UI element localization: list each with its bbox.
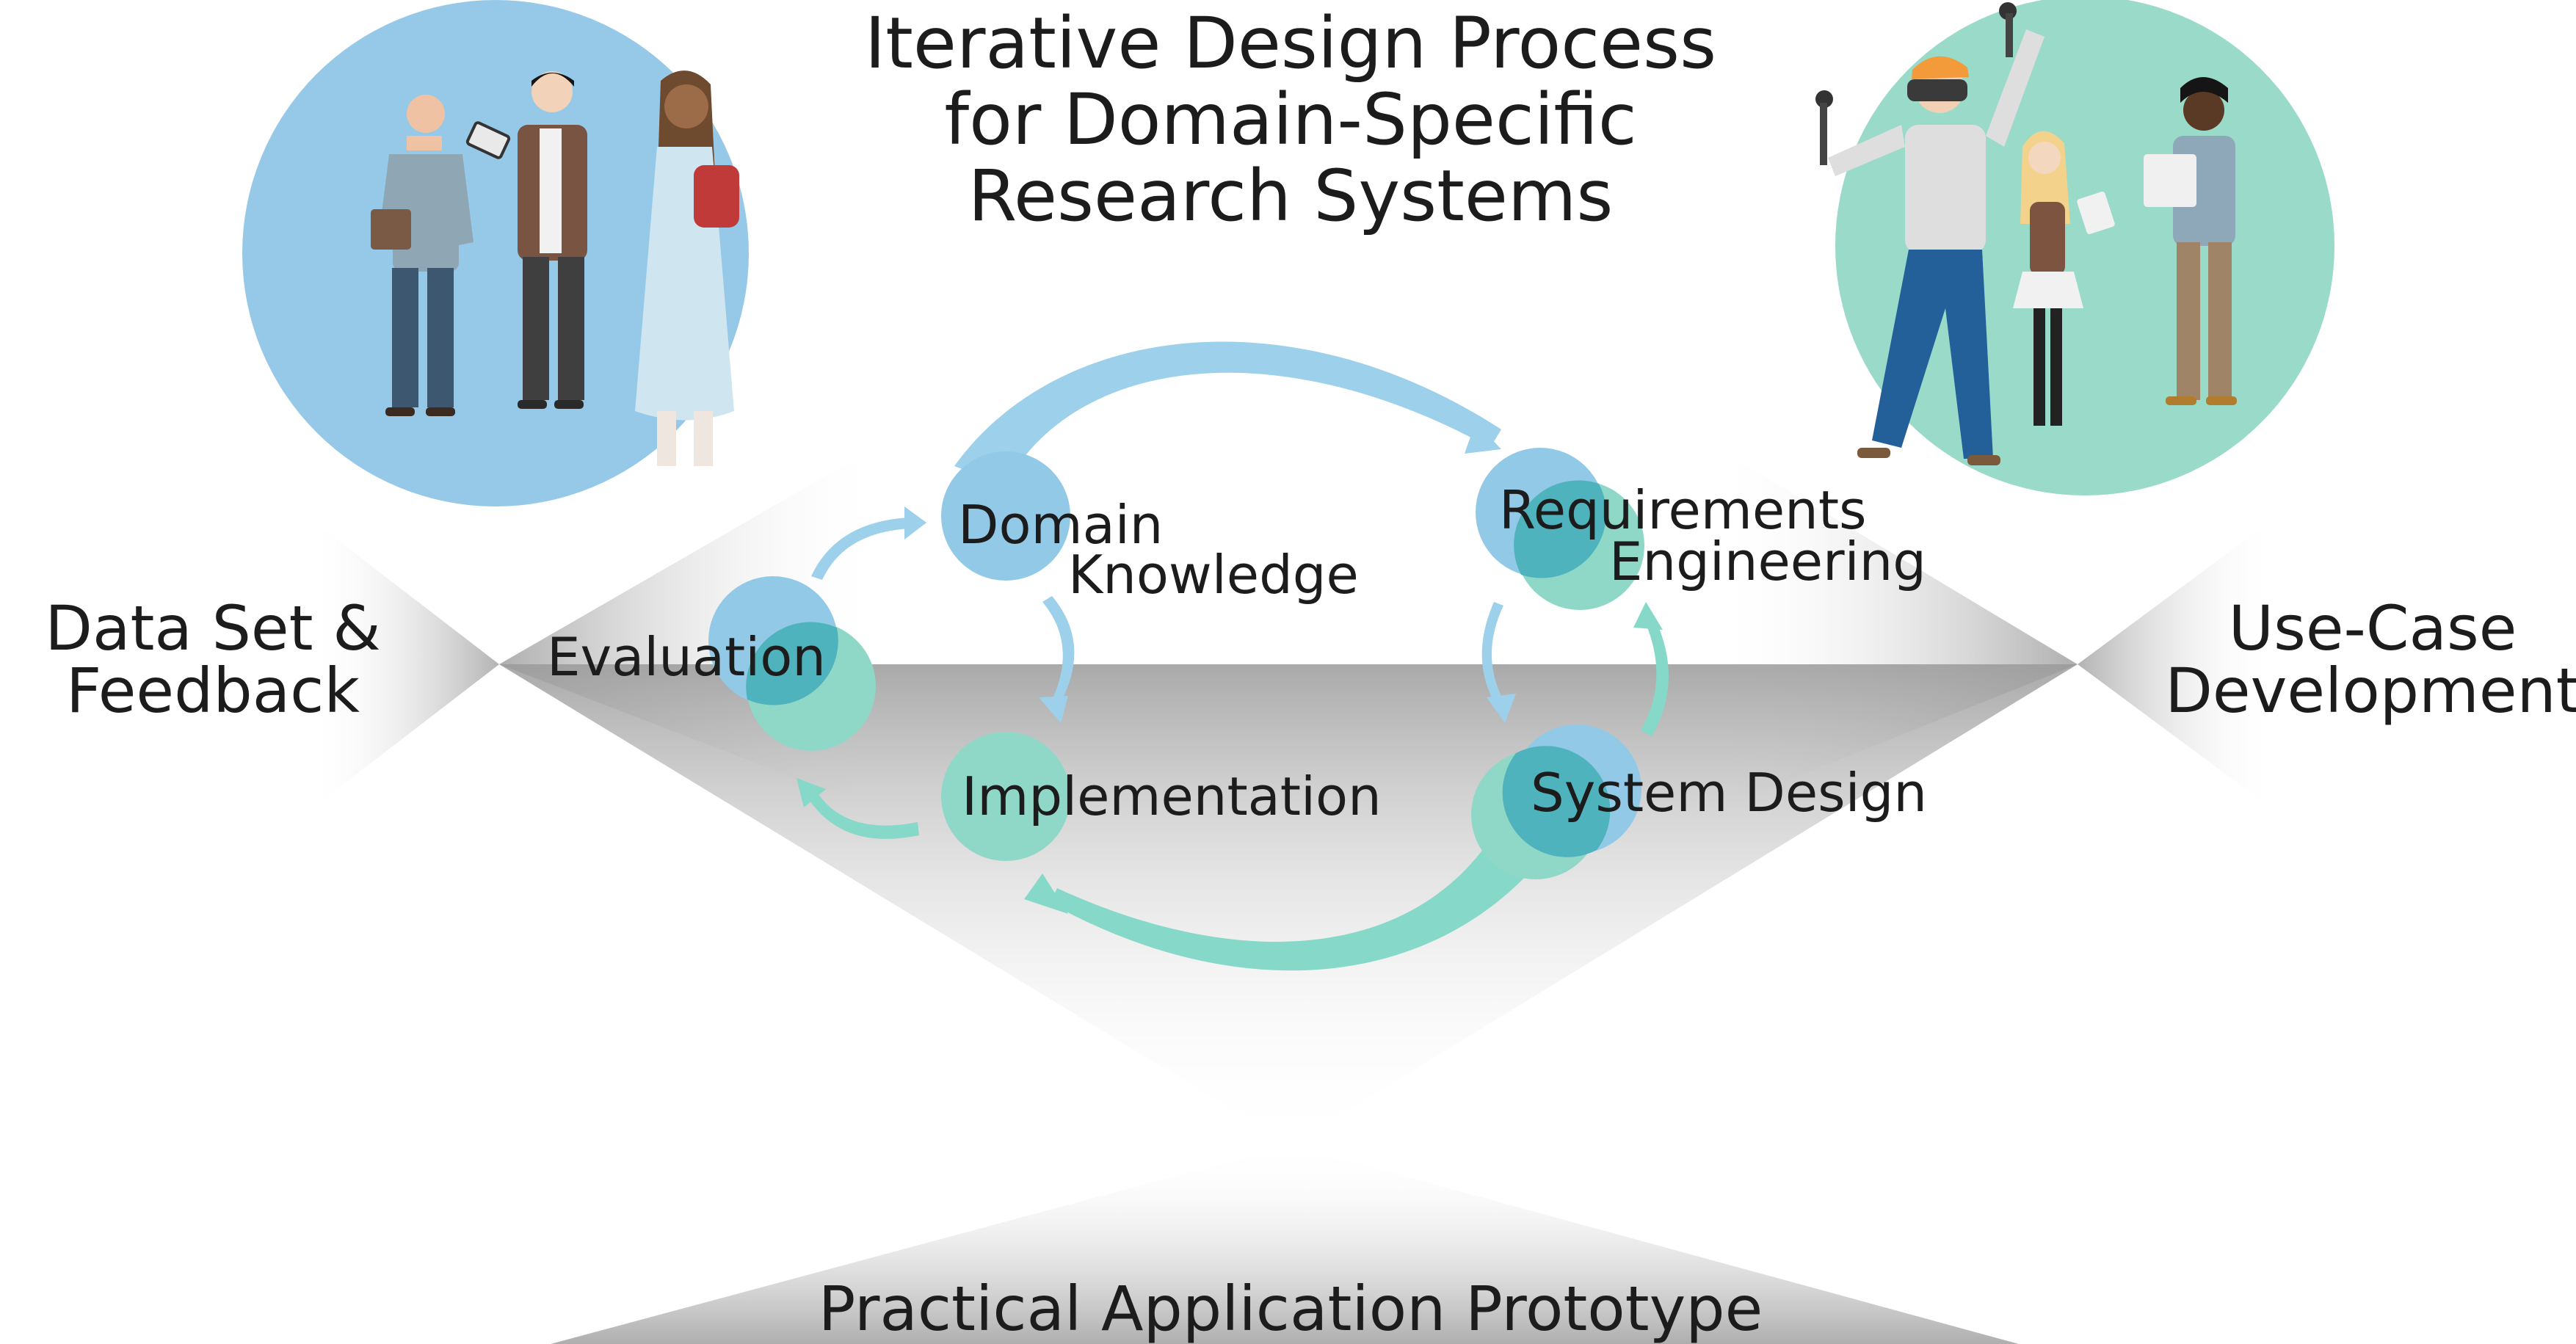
person-icon <box>635 70 739 466</box>
arrow-domain-to-implementation <box>1042 596 1075 709</box>
arrow-implementation-to-evaluation <box>806 789 919 839</box>
page-title: Iterative Design Process for Domain-Spec… <box>865 2 1716 237</box>
person-icon <box>2144 77 2237 405</box>
node-domain-knowledge <box>941 451 1070 581</box>
node-system-design <box>1471 724 1641 879</box>
node-overlap <box>1514 480 1606 578</box>
cycle-arrows <box>797 341 1669 971</box>
developers-illustration <box>1815 0 2334 495</box>
left-outer-wedge <box>308 517 499 811</box>
arrow-system-to-implementation <box>1050 800 1564 971</box>
bottom-upper-wedge <box>499 664 2078 1145</box>
node-circle <box>941 732 1070 861</box>
node-requirements-engineering <box>1476 448 1644 610</box>
arrowhead <box>1487 694 1516 723</box>
stakeholders-circle <box>242 0 749 506</box>
person-icon <box>371 95 474 416</box>
person-icon <box>1815 2 2045 465</box>
node-overlap <box>746 622 838 705</box>
node-evaluation <box>708 576 876 751</box>
arrow-evaluation-to-domain <box>811 517 910 580</box>
arrowhead <box>1024 873 1068 914</box>
person-icon <box>2013 131 2115 426</box>
arrow-domain-to-requirements <box>954 341 1501 484</box>
person-icon <box>465 71 587 409</box>
arrow-requirements-to-system <box>1481 602 1505 708</box>
right-outer-wedge <box>2078 517 2276 811</box>
node-label-requirements-line-1: Requirements <box>1499 479 1867 541</box>
arrow-system-to-requirements <box>1641 615 1669 736</box>
arrowhead <box>904 506 926 540</box>
arrowhead <box>1465 422 1501 454</box>
title-line-1: Iterative Design Process <box>865 2 1716 84</box>
node-overlap <box>1502 746 1611 857</box>
left-label-line-2: Feedback <box>66 655 360 727</box>
stakeholders-illustration <box>242 0 749 506</box>
arrowhead <box>797 778 826 807</box>
perspective-shadows <box>308 444 2276 1344</box>
left-label-line-1: Data Set & <box>45 592 380 664</box>
title-line-2: for Domain-Specific <box>944 79 1636 161</box>
arrowhead <box>1633 602 1663 630</box>
right-label-line-2: Development <box>2165 655 2576 727</box>
node-label-requirements-line-2: Engineering <box>1609 531 1926 592</box>
node-circle <box>941 451 1070 581</box>
node-label-evaluation: Evaluation <box>547 626 826 688</box>
arrowhead <box>1039 696 1068 723</box>
title-line-3: Research Systems <box>968 155 1614 237</box>
node-label-system-design: System Design <box>1531 762 1927 824</box>
node-label-implementation: Implementation <box>962 766 1382 827</box>
bottom-label: Practical Application Prototype <box>819 1273 1763 1344</box>
node-implementation <box>941 732 1070 861</box>
node-label-domain-line-1: Domain <box>958 494 1163 556</box>
node-label-domain-line-2: Knowledge <box>1068 544 1359 606</box>
bottom-lower-wedge <box>551 1145 2019 1344</box>
right-label-line-1: Use-Case <box>2229 592 2517 664</box>
